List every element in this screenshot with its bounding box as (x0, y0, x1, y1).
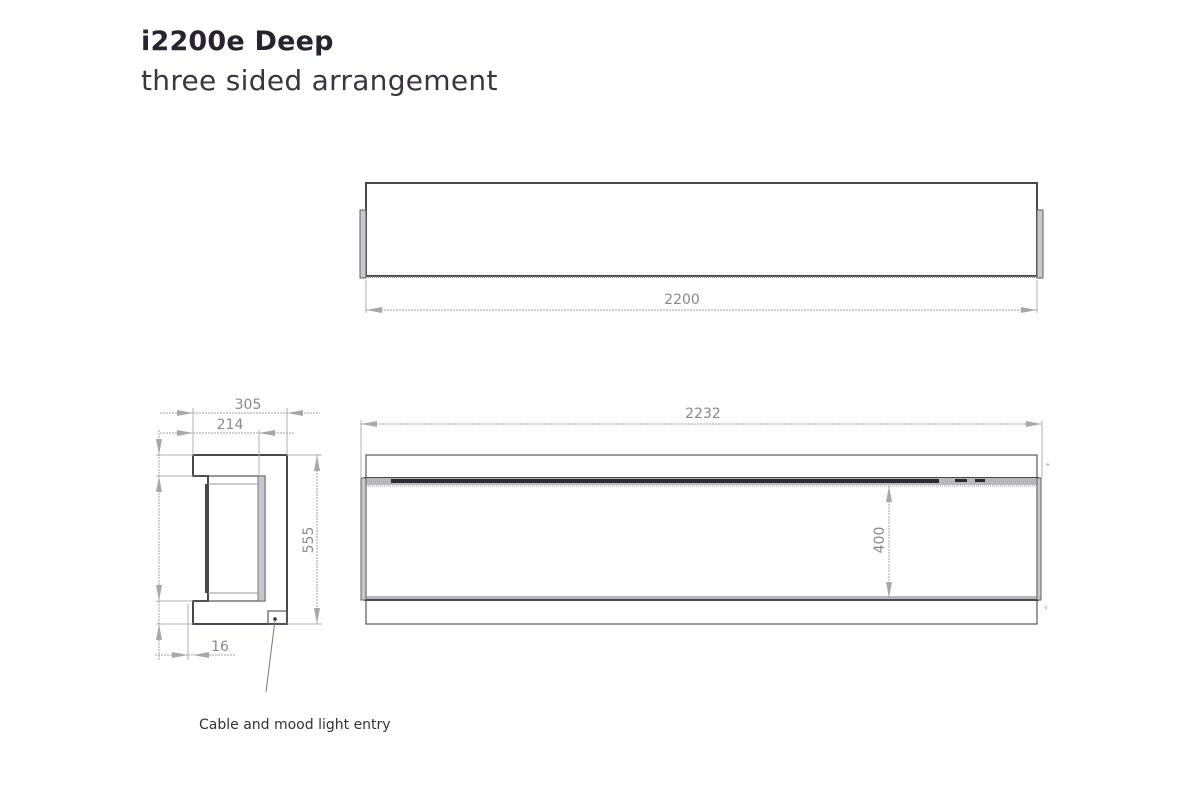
top-view: 2200 (359, 182, 1044, 313)
cable-entry-point (273, 617, 277, 621)
side-view-body (192, 454, 288, 625)
dimension-555-label: 555 (301, 527, 317, 554)
side-view: 305 214 555 16 Cable and mood light ent (155, 397, 391, 733)
cable-entry-box (267, 610, 288, 625)
dimension-2232-label: 2232 (685, 406, 721, 422)
dimension-214-label: 214 (217, 417, 244, 433)
front-left-glass (360, 477, 367, 601)
dimension-16-label: 16 (211, 639, 229, 655)
front-view-firebox (364, 477, 1039, 601)
svg-text:‹: ‹ (1044, 603, 1048, 613)
drawing-title: i2200e Deep (141, 26, 334, 57)
dimension-2200-label: 2200 (664, 292, 700, 308)
top-view-body (365, 182, 1038, 277)
top-view-left-glass (359, 209, 367, 279)
front-view: 2232 400 ⌃ ‹ (360, 406, 1052, 625)
top-view-right-glass (1036, 209, 1044, 279)
callout-leader-line (265, 619, 276, 693)
flame-strip (391, 479, 939, 483)
front-right-glass (1036, 477, 1042, 601)
dimension-305-label: 305 (235, 397, 262, 413)
drawing-subtitle: three sided arrangement (141, 64, 498, 97)
svg-text:⌃: ⌃ (1044, 463, 1052, 473)
dimension-400-label: 400 (872, 527, 888, 554)
cable-entry-callout: Cable and mood light entry (199, 717, 391, 733)
